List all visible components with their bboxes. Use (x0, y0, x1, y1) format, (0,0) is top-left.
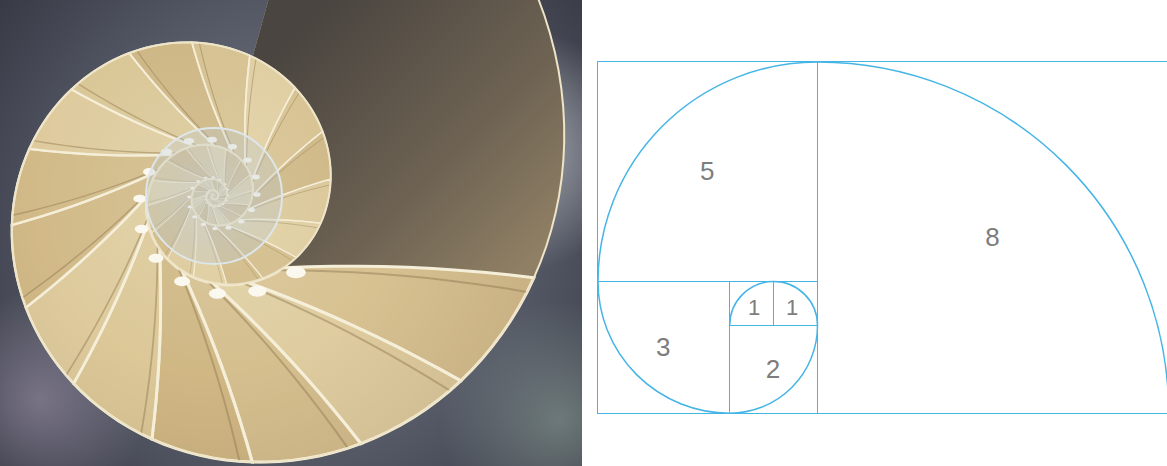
nautilus-shell (12, 0, 565, 462)
square-number: 5 (700, 158, 714, 184)
fibonacci-square: 8 (817, 61, 1167, 414)
siphuncle-dot (209, 288, 226, 298)
siphuncle-dot (248, 286, 266, 297)
septum-shadow (244, 284, 450, 391)
septum-shadow (33, 141, 176, 153)
fibonacci-square: 2 (729, 325, 818, 414)
whorl-edge (12, 0, 564, 462)
siphuncle-dot (174, 277, 190, 287)
septum-shadow (141, 246, 157, 434)
nautilus-photo (0, 0, 582, 466)
fibonacci-square: 5 (597, 61, 818, 282)
square-number: 8 (985, 224, 999, 250)
septum-shadow (179, 269, 240, 462)
inner-whorl (146, 128, 282, 264)
siphuncle-dot (133, 195, 146, 203)
septum-shadow (78, 84, 197, 146)
siphuncle-dot (135, 225, 149, 233)
siphuncle-dot (148, 254, 163, 263)
fibonacci-square: 1 (773, 281, 818, 326)
fibonacci-square: 1 (729, 281, 774, 326)
siphuncle-dot (286, 266, 306, 278)
septum-shadow (66, 219, 147, 375)
septum-shadow (280, 270, 528, 292)
square-number: 2 (766, 356, 780, 382)
septum-shadow (12, 169, 159, 215)
square-number: 1 (748, 297, 760, 319)
golden-spiral (598, 62, 1167, 413)
fibonacci-square: 3 (597, 281, 730, 414)
shell-body (12, 0, 564, 462)
square-number: 3 (656, 334, 670, 360)
square-number: 1 (786, 297, 798, 319)
